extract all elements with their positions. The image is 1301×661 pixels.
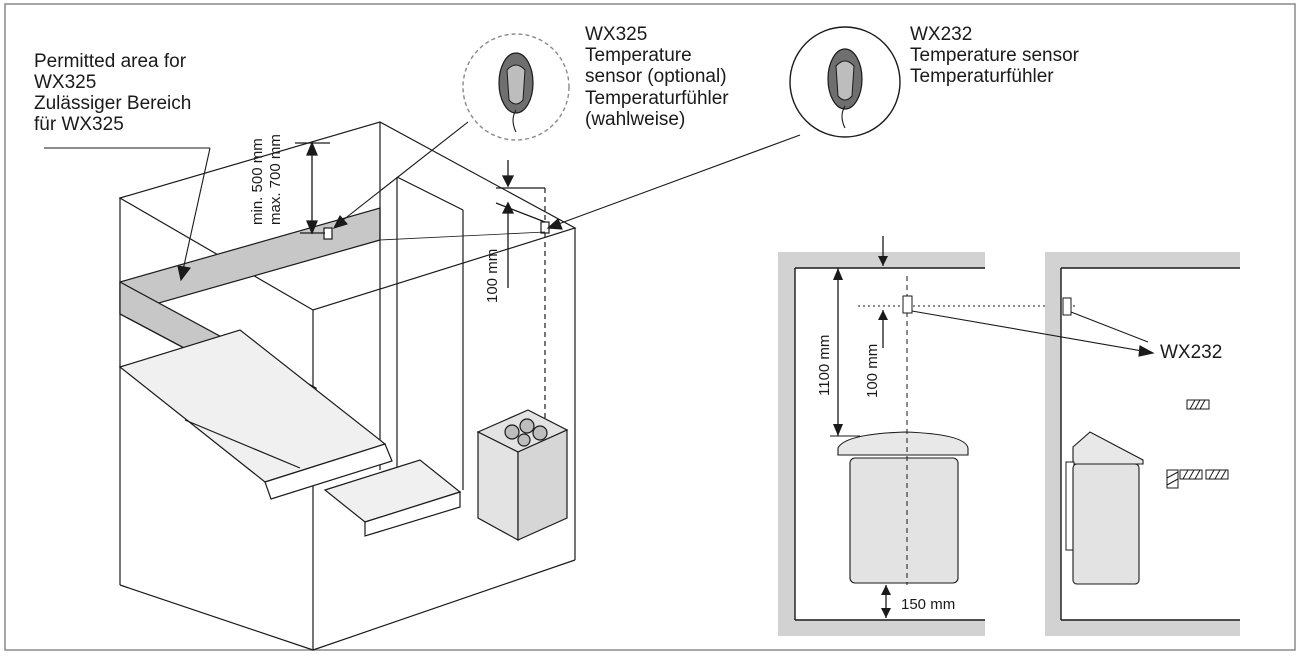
ceiling-back-line	[379, 231, 546, 241]
heater-side	[517, 429, 568, 541]
heater-front-top	[837, 431, 969, 456]
max-distance-label: max. 700 mm	[267, 134, 284, 225]
front-view-diagram	[778, 236, 1077, 636]
heater-stone	[532, 425, 548, 441]
wx325-sensor-illustration	[462, 33, 570, 141]
wx325-label: WX325 Temperature sensor (optional) Temp…	[585, 24, 729, 130]
wx232-line-1: WX232	[910, 24, 972, 45]
min-max-dimension	[295, 141, 330, 235]
room-floor-right	[312, 559, 576, 651]
height-1100-label: 1100 mm	[816, 335, 833, 396]
sensor-offset-label: 100 mm	[484, 249, 501, 303]
lower-bench-front	[364, 491, 461, 537]
sauna-room-isometric	[118, 121, 577, 651]
wx325-line-1: WX325	[585, 24, 647, 45]
heater-stone	[519, 418, 535, 434]
permitted-area-line-2: WX325	[34, 72, 96, 93]
wx232-line-2: Temperature sensor	[910, 45, 1080, 66]
offset-100-label-right: 100 mm	[864, 344, 881, 398]
floor-clearance-label: 150 mm	[901, 596, 955, 613]
side-sensor	[1062, 297, 1072, 316]
heater-front-body	[849, 457, 959, 584]
upper-bench-front	[264, 443, 393, 500]
wx232-right-label: WX232	[1160, 342, 1222, 363]
offset-100-dimension	[495, 160, 546, 288]
wx325-line-2: Temperature	[585, 45, 692, 66]
permitted-area-line-1: Permitted area for	[34, 51, 187, 72]
heater-stone	[504, 424, 520, 440]
wx232-right-leaders	[911, 310, 1155, 357]
wx232-line-3: Temperaturfühler	[910, 66, 1054, 87]
wx325-line-4: Temperaturfühler	[585, 88, 729, 109]
permitted-area-line-3: Zulässiger Bereich	[34, 93, 191, 114]
permitted-area-label: Permitted area for WX325 Zulässiger Bere…	[34, 51, 191, 135]
outer-frame	[4, 3, 1296, 651]
front-sensor	[902, 295, 913, 314]
wx325-sensor-marker	[323, 227, 333, 240]
wx325-line-3: sensor (optional)	[585, 66, 727, 87]
door-top	[396, 176, 464, 211]
heater-side-body	[1072, 463, 1140, 585]
permitted-area-line-4: für WX325	[34, 114, 124, 135]
wx325-line-5: (wahlweise)	[585, 109, 685, 130]
bench-shadow	[184, 419, 301, 469]
heater-stone	[517, 433, 531, 447]
room-floor-left	[119, 584, 314, 651]
wx232-sensor-illustration	[789, 26, 901, 138]
min-distance-label: min. 500 mm	[249, 138, 266, 225]
wx232-label: WX232 Temperature sensor Temperaturfühle…	[910, 24, 1080, 87]
side-view-diagram	[1045, 252, 1240, 636]
leader-lines	[44, 121, 801, 282]
